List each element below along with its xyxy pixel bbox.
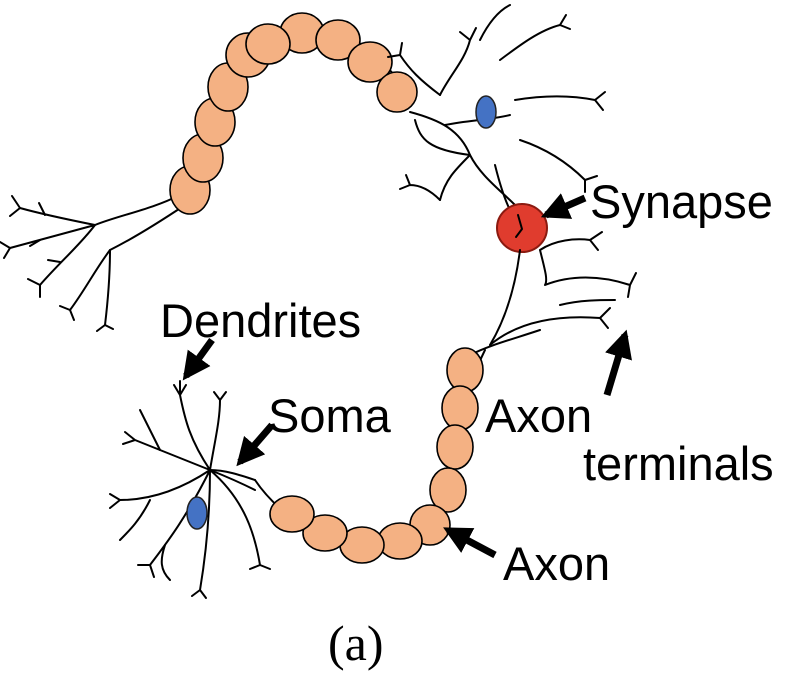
axon-terminals-arrow	[603, 329, 632, 397]
axon-terminals-label-line1: Axon	[485, 389, 593, 442]
synapse-junction	[515, 214, 523, 238]
figure-caption: (a)	[328, 615, 384, 671]
upper-axon-terminals	[0, 194, 186, 332]
soma-arrow	[236, 422, 275, 467]
axon-label: Axon	[503, 537, 611, 590]
lower-myelin-sheath	[269, 347, 484, 564]
axon-terminals-label-line2: terminals	[583, 437, 774, 490]
lower-axon-terminals	[469, 231, 637, 356]
upper-nucleus	[475, 95, 497, 129]
synapse-arrow	[540, 193, 587, 219]
lower-nucleus	[186, 496, 208, 530]
lower-soma	[109, 380, 271, 599]
dendrites-arrow	[182, 337, 215, 381]
synapse-label: Synapse	[590, 175, 773, 228]
axon-arrow	[443, 526, 497, 559]
dendrites-label: Dendrites	[160, 294, 362, 347]
upper-myelin-sheath	[169, 12, 418, 215]
soma-label: Soma	[268, 389, 391, 442]
upper-soma	[387, 4, 606, 211]
